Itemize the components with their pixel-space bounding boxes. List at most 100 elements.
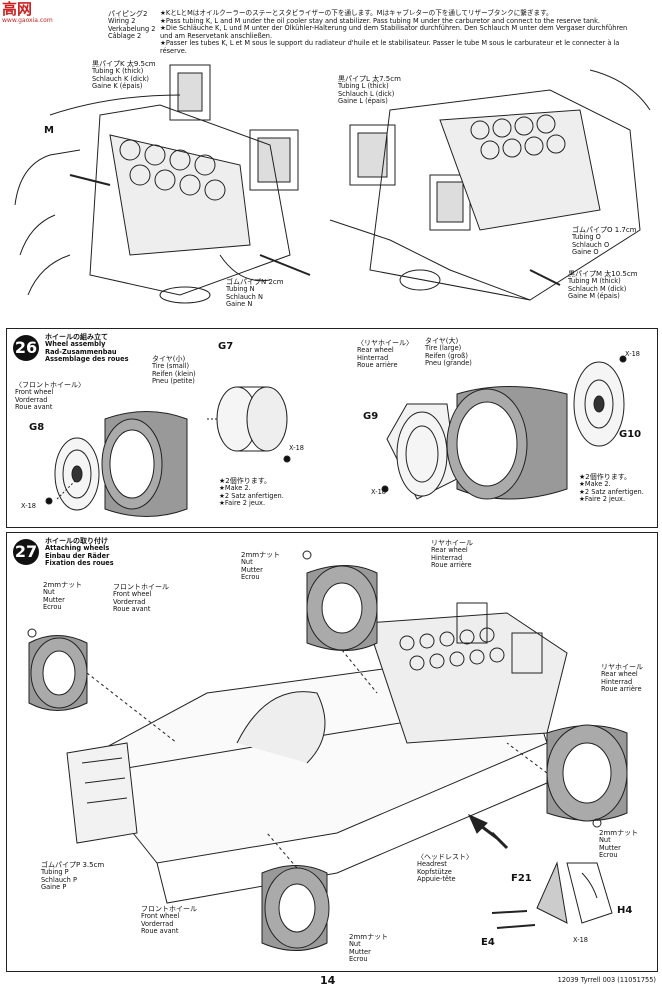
note-line: ★Die Schläuche K, L und M unter der Ölkü… [160, 24, 628, 33]
step25-title-fr: Câblage 2 [108, 32, 142, 41]
tubing-l-fr: Gaine L (épais) [338, 97, 388, 106]
nut-label-bottom: 2mmナット Nut Mutter Ecrou [349, 933, 388, 964]
tire-small-label: タイヤ(小) Tire (small) Reifen (klein) Pneu … [152, 355, 196, 386]
rear-wheel-27-en: Rear wheel [431, 546, 468, 554]
part-h4: H4 [617, 905, 633, 916]
rear-wheel-right-en: Rear wheel [601, 670, 638, 678]
note-line: und am Reservetank anschließen. [160, 31, 273, 40]
nut-label-top: 2mmナット Nut Mutter Ecrou [241, 551, 280, 582]
front-wheel-27-de: Vorderrad [113, 597, 146, 606]
note-line: ★Pass tubing K, L and M under the oil co… [160, 16, 600, 25]
nut-bottom-fr: Ecrou [349, 955, 368, 964]
tubing-m-en: Tubing M (thick) [568, 277, 621, 285]
rear-wheel-27-jp: リヤホイール [431, 539, 473, 547]
make2-rear-jp: ★2個作ります。 [579, 473, 632, 481]
make2-fr: ★Faire 2 jeux. [219, 499, 266, 508]
rear-wheel-label-right: リヤホイール Rear wheel Hinterrad Roue arrière [601, 663, 643, 694]
engine-block [366, 612, 568, 744]
nut-top-de: Mutter [241, 565, 263, 574]
front-wheel-bottom-fr: Roue avant [141, 927, 179, 936]
step25-notes: ★KとLとMはオイルクーラーのステーとスタビライザーの下を通します。Mはキャブレ… [160, 9, 655, 56]
label-tubing-n: ゴムパイプN 2cm Tubing N Schlauch N Gaine N [226, 278, 284, 309]
make2-jp: ★2個作ります。 [219, 477, 272, 485]
tire-small-jp: タイヤ(小) [152, 355, 186, 363]
tire-large-jp: タイヤ(大) [425, 337, 459, 345]
part-x18-front-screw: X-18 [21, 502, 36, 510]
make2-rear-fr: ★Faire 2 jeux. [579, 495, 626, 504]
step27-title: ホイールの取り付け Attaching wheels Einbau der Rä… [45, 537, 114, 568]
step27-title-fr: Fixation des roues [45, 559, 114, 568]
nut-top-en: Nut [241, 558, 253, 566]
note-line: réserve. [160, 46, 187, 55]
note-line: ★Passer les tubes K, L et M sous le supp… [160, 39, 620, 48]
step26-title: ホイールの組み立て Wheel assembly Rad-Zusammenbau… [45, 333, 129, 364]
nut-bottom-jp: 2mmナット [349, 933, 389, 941]
tubing-p-en: Tubing P [41, 868, 69, 876]
front-wheel-bottom-de: Vorderrad [141, 919, 174, 928]
nut-right-jp: 2mmナット [599, 829, 639, 837]
nut-top-fr: Ecrou [241, 573, 260, 582]
step26-title-en: Wheel assembly [45, 340, 106, 348]
tubing-n-en: Tubing N [226, 285, 255, 293]
headrest-jp: 〈ヘッドレスト〉 [417, 853, 473, 861]
step27-title-de: Einbau der Räder [45, 551, 110, 560]
headrest-label: 〈ヘッドレスト〉 Headrest Kopfstütze Appuie-tête [417, 853, 473, 884]
front-wheel-27-fr: Roue avant [113, 605, 151, 614]
tubing-n-de: Schlauch N [226, 292, 263, 301]
tubing-m-jp: 黒パイプM 太10.5cm [568, 270, 638, 278]
part-x18-rear-screw: X-18 [371, 488, 386, 496]
front-wheel-label-bottom: フロントホイール Front wheel Vorderrad Roue avan… [141, 905, 197, 936]
front-wheel-27-en: Front wheel [113, 590, 152, 598]
front-wheel-bottom-en: Front wheel [141, 912, 180, 920]
label-tubing-k: 黒パイプK 太9.5cm Tubing K (thick) Schlauch K… [92, 60, 156, 91]
step26-title-de: Rad-Zusammenbau [45, 347, 117, 356]
kit-code: 12039 Tyrrell 003 (11051755) [557, 976, 656, 984]
front-wheel-exploded [45, 386, 291, 517]
part-g8: G8 [29, 422, 45, 433]
front-wheel-en: Front wheel [15, 388, 54, 396]
nut-de: Mutter [43, 595, 65, 604]
step27-title-en: Attaching wheels [45, 544, 110, 552]
watermark-text: 高网 [2, 0, 33, 18]
rear-wheel-right-fr: Roue arrière [601, 685, 642, 694]
tubing-k-en: Tubing K (thick) [92, 67, 144, 75]
tubing-l-jp: 黒パイプL 太7.5cm [338, 75, 401, 83]
step25-title: パイピング2 Wiring 2 Verkabelung 2 Câblage 2 [108, 10, 155, 41]
part-g7: G7 [218, 341, 234, 352]
tubing-o-jp: ゴムパイプO 1.7cm [572, 226, 637, 234]
tubing-p-de: Schlauch P [41, 875, 77, 884]
nut-en: Nut [43, 588, 55, 596]
watermark-logo: 高网 www.gaoxia.com [2, 0, 53, 25]
direction-arrow [476, 821, 509, 850]
make2-front: ★2個作ります。 ★Make 2. ★2 Satz anfertigen. ★F… [219, 477, 284, 508]
tubing-l-de: Schlauch L (dick) [338, 89, 395, 98]
tubing-p-jp: ゴムパイプP 3.5cm [41, 861, 105, 869]
step26-title-jp: ホイールの組み立て [45, 333, 108, 341]
tire-large-fr: Pneu (grande) [425, 359, 472, 368]
front-wheel-de: Vorderrad [15, 395, 48, 404]
part-g10: G10 [619, 429, 642, 440]
tire-large-de: Reifen (groß) [425, 351, 468, 360]
headrest-f21 [536, 861, 568, 924]
step26-title-fr: Assemblage des roues [45, 355, 129, 364]
nut-top-jp: 2mmナット [241, 551, 281, 559]
tire-small-fr: Pneu (petite) [152, 377, 195, 386]
rear-wheel-de: Hinterrad [357, 353, 389, 362]
rear-wheel-fr: Roue arrière [357, 361, 398, 370]
headrest-fr: Appuie-tête [417, 875, 456, 884]
front-wheel-jp: 〈フロントホイール〉 [15, 381, 85, 389]
tire-small-en: Tire (small) [152, 362, 190, 370]
rear-wheel-label-top: リヤホイール Rear wheel Hinterrad Roue arrière [431, 539, 473, 570]
tubing-m-fr: Gaine M (épais) [568, 292, 620, 301]
tubing-k-jp: 黒パイプK 太9.5cm [92, 60, 156, 68]
engine-illustration-left [14, 64, 311, 304]
front-wing [66, 742, 138, 844]
nut-right-fr: Ecrou [599, 851, 618, 860]
tubing-p-label: ゴムパイプP 3.5cm Tubing P Schlauch P Gaine P [41, 861, 104, 892]
rear-wheel-27-fr: Roue arrière [431, 561, 472, 570]
make2-en: ★Make 2. [219, 484, 251, 492]
nut-fr: Ecrou [43, 603, 62, 612]
front-wheel-label: 〈フロントホイール〉 Front wheel Vorderrad Roue av… [15, 381, 85, 412]
rear-wheel-right-jp: リヤホイール [601, 663, 643, 671]
rear-wheel-label: 〈リヤホイール〉 Rear wheel Hinterrad Roue arriè… [357, 339, 413, 370]
